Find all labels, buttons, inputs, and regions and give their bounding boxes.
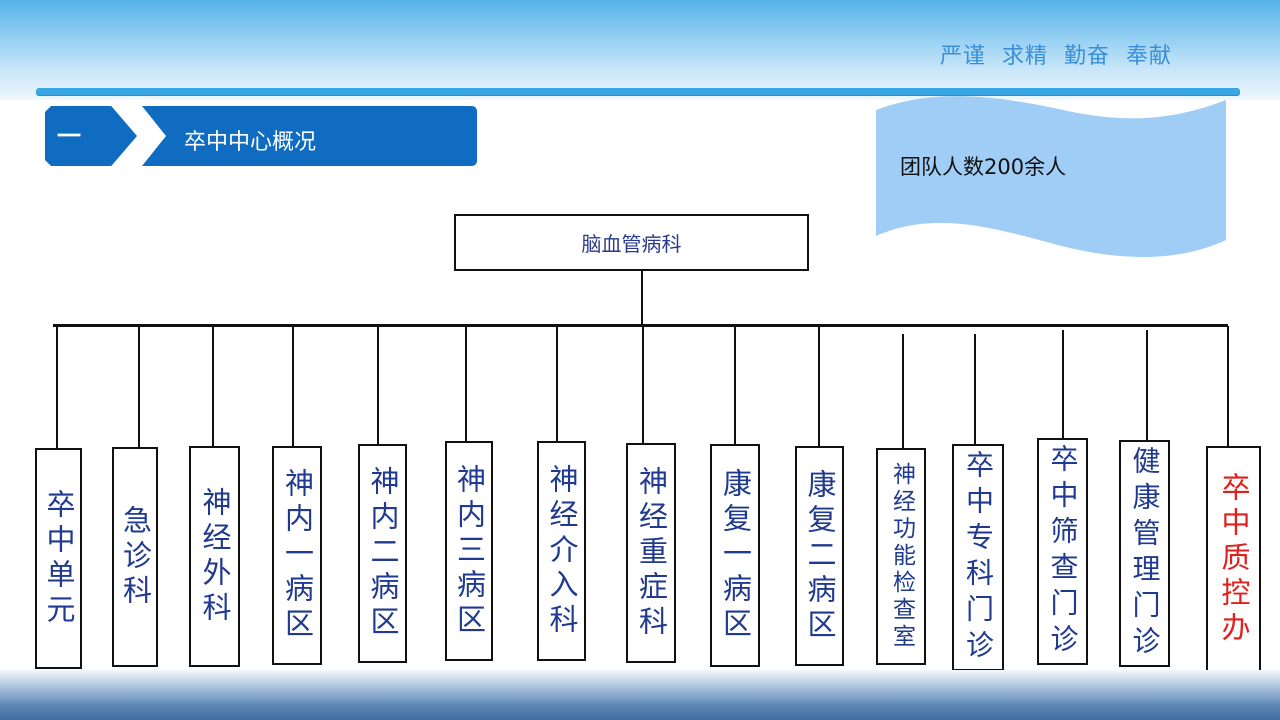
header-divider xyxy=(36,88,1240,95)
section-title-banner: 卒中中心概况 xyxy=(142,106,477,166)
org-node-label: 神经功能检查室 xyxy=(888,462,915,651)
drop-line xyxy=(974,334,976,458)
section-title: 卒中中心概况 xyxy=(184,130,317,155)
org-node-neuro-intervention: 神经介入科 xyxy=(537,441,586,661)
org-node-label: 神内一病区 xyxy=(280,468,315,643)
drop-line xyxy=(465,326,467,441)
org-node-rehab-ward-1: 康复一病区 xyxy=(710,444,760,667)
org-node-label: 卒中筛查门诊 xyxy=(1046,443,1080,660)
drop-line xyxy=(642,326,644,443)
org-node-label: 康复二病区 xyxy=(803,468,837,644)
team-size-text: 团队人数200余人 xyxy=(900,155,1067,179)
drop-line xyxy=(902,334,904,448)
org-node-neuro-ward-2: 神内二病区 xyxy=(358,444,407,663)
drop-line xyxy=(377,326,379,444)
org-node-health-management-clinic: 健康管理门诊 xyxy=(1119,440,1170,667)
org-node-label: 神经重症科 xyxy=(634,465,669,641)
org-node-neuro-ward-1: 神内一病区 xyxy=(272,446,322,665)
org-node-label: 神经外科 xyxy=(198,486,232,627)
header-background xyxy=(0,0,1280,100)
motto-text: 严谨 求精 勤奋 奉献 xyxy=(940,44,1172,69)
org-node-label: 健康管理门诊 xyxy=(1128,445,1162,662)
drop-line xyxy=(1062,330,1064,452)
drop-line xyxy=(556,326,558,441)
org-root-label: 脑血管病科 xyxy=(581,232,682,256)
org-node-stroke-unit: 卒中单元 xyxy=(35,448,82,669)
drop-line xyxy=(292,326,294,446)
drop-line xyxy=(138,326,140,447)
section-number: 一 xyxy=(57,122,81,150)
drop-line xyxy=(1146,330,1148,454)
org-node-label: 神内三病区 xyxy=(452,463,487,639)
org-node-emergency: 急诊科 xyxy=(112,447,158,667)
wave-flag-icon xyxy=(876,96,1226,257)
org-root-node: 脑血管病科 xyxy=(454,214,809,271)
org-node-neuro-ward-3: 神内三病区 xyxy=(445,441,493,661)
org-node-stroke-quality-office: 卒中质控办 xyxy=(1206,446,1261,673)
org-node-label: 康复一病区 xyxy=(718,468,753,643)
org-node-label: 卒中专科门诊 xyxy=(962,449,995,666)
drop-line xyxy=(56,326,58,448)
team-size-flag: 团队人数200余人 xyxy=(874,94,1228,258)
org-node-label: 神内二病区 xyxy=(366,466,400,641)
org-node-label: 神经介入科 xyxy=(545,463,579,639)
drop-line xyxy=(1227,326,1229,446)
drop-line xyxy=(734,326,736,444)
drop-line xyxy=(818,326,820,446)
org-node-neuro-function-lab: 神经功能检查室 xyxy=(876,448,926,665)
org-node-neurosurgery: 神经外科 xyxy=(189,446,240,667)
org-node-label: 卒中单元 xyxy=(42,488,76,629)
footer-background xyxy=(0,670,1280,720)
org-node-label: 卒中质控办 xyxy=(1217,472,1251,647)
section-number-badge: 一 xyxy=(45,106,137,166)
org-node-rehab-ward-2: 康复二病区 xyxy=(795,446,844,666)
org-node-label: 急诊科 xyxy=(118,504,153,610)
bus-connector xyxy=(53,324,1228,327)
root-connector xyxy=(641,271,643,326)
org-node-stroke-screening-clinic: 卒中筛查门诊 xyxy=(1037,438,1088,665)
drop-line xyxy=(212,326,214,446)
org-node-neuro-icu: 神经重症科 xyxy=(626,443,676,663)
org-node-stroke-clinic: 卒中专科门诊 xyxy=(952,444,1004,671)
